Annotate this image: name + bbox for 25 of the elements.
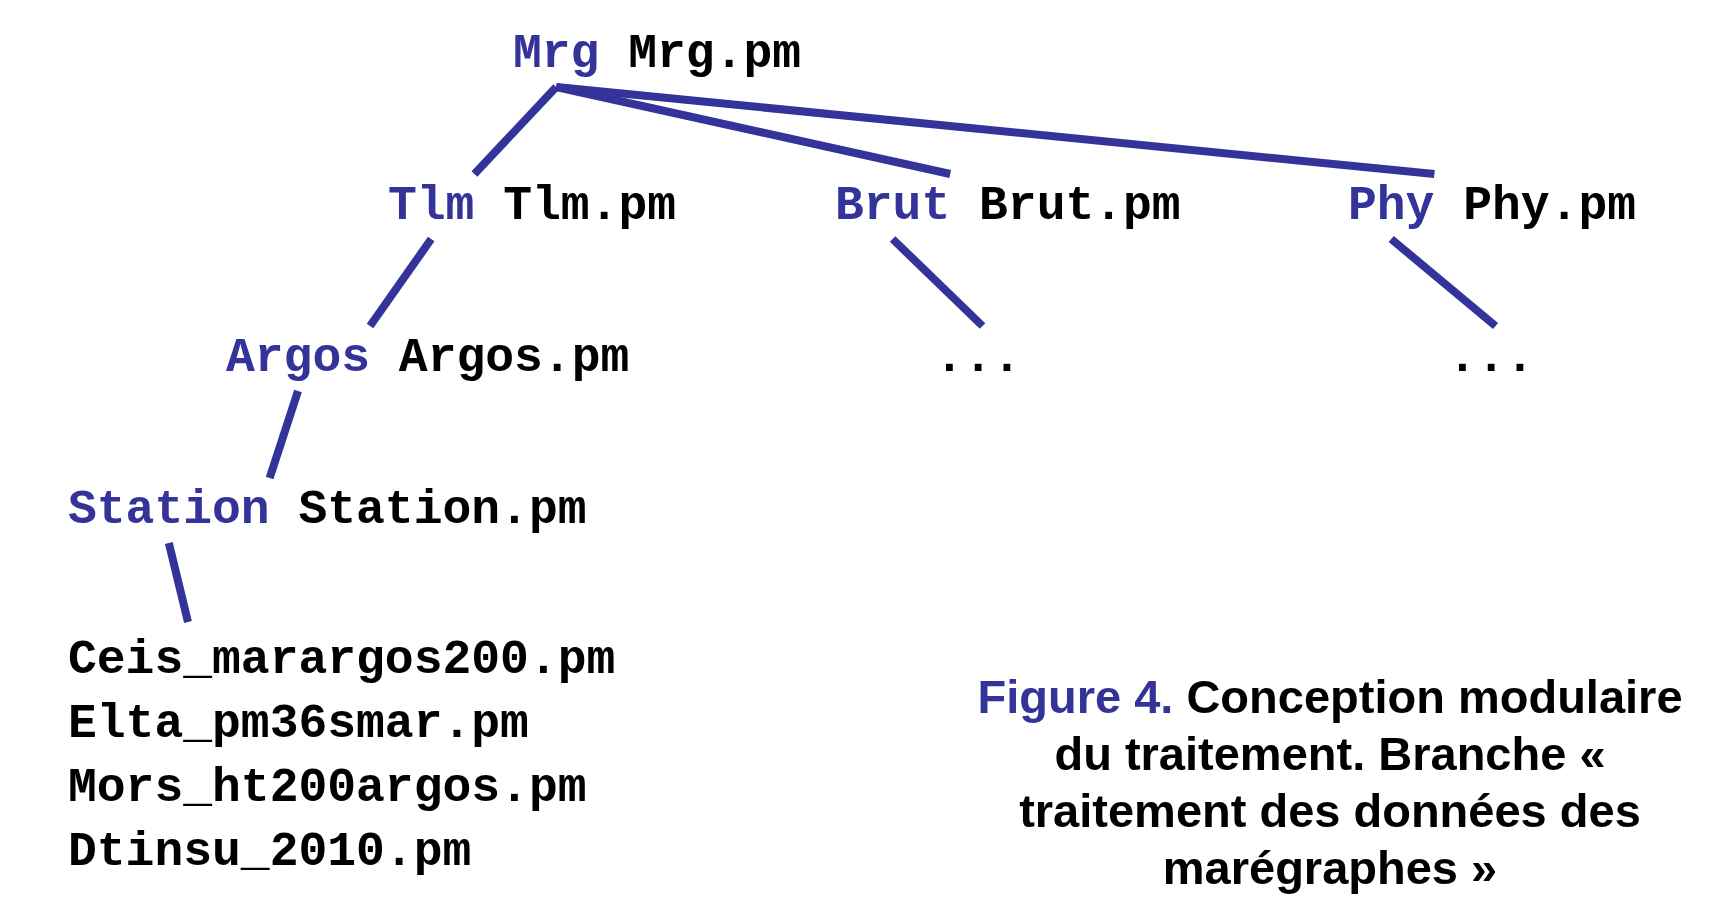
figure-caption: Figure 4. Conception modulaire du traitement. Branche « traitement des données des marégraphes » xyxy=(976,669,1684,896)
ellipsis-text: ... xyxy=(1448,331,1535,385)
tree-line xyxy=(265,389,302,480)
file-name: Ceis_marargos200.pm xyxy=(68,632,616,689)
module-name: Tlm xyxy=(388,179,475,233)
module-file-name: Argos.pm xyxy=(398,331,630,385)
module-name: Argos xyxy=(226,331,371,385)
module-file-name: Station.pm xyxy=(298,483,587,537)
tree-line xyxy=(471,84,560,177)
file-name: Elta_pm36smar.pm xyxy=(68,696,530,753)
module-name: Station xyxy=(68,483,270,537)
file-name: Mors_ht200argos.pm xyxy=(68,760,588,817)
module-name: Phy xyxy=(1348,179,1435,233)
module-file-name: Phy.pm xyxy=(1463,179,1637,233)
module-name: Brut xyxy=(835,179,951,233)
module-file-name: Tlm.pm xyxy=(503,179,677,233)
module-name: Mrg xyxy=(513,27,600,81)
tree-line xyxy=(1388,235,1499,330)
tree-line xyxy=(889,236,986,329)
file-name: Dtinsu_2010.pm xyxy=(68,824,473,881)
module-file-name: Brut.pm xyxy=(979,179,1181,233)
tree-line xyxy=(366,236,435,329)
ellipsis-text: ... xyxy=(935,331,1022,385)
tree-line xyxy=(164,542,192,623)
module-file-name: Mrg.pm xyxy=(628,27,802,81)
